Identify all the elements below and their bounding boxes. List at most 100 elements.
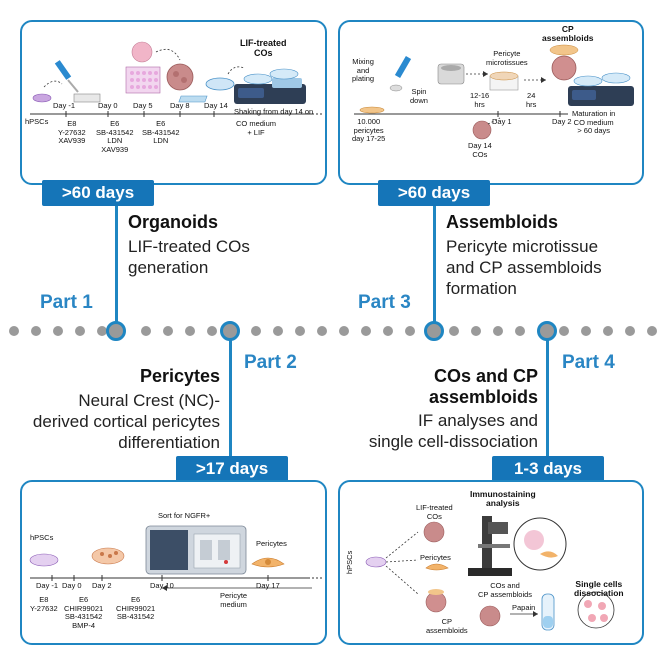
maturation-line: > 60 days [577, 126, 611, 135]
hrs1-line: hrs [474, 99, 485, 109]
lif-line: LIF-treated [416, 503, 453, 512]
part3-title: Assembloids [446, 212, 559, 232]
part2-title: Pericytes [139, 366, 220, 386]
mixing-line: Mixing [352, 57, 374, 66]
organoids-illustration [30, 41, 322, 117]
day-label: Day 8 [170, 101, 190, 110]
mixing-line: plating [352, 74, 375, 83]
lif-line-1: LIF-treated [240, 38, 287, 48]
timeline-dot [471, 326, 481, 336]
maturation-line: CO medium [573, 117, 614, 127]
cp-line: assembloids [542, 32, 594, 43]
e6a-line: SB-431542 [64, 612, 103, 621]
e6a-line: E6 [110, 119, 120, 128]
part1-desc-line: LIF-treated COs [128, 237, 250, 256]
e6b-line: SB-431542 [142, 127, 180, 137]
lif-line-2: COs [254, 48, 273, 58]
timeline-milestone [424, 321, 444, 341]
timeline-dot [207, 326, 217, 336]
analysis-illustration [365, 516, 615, 631]
immuno-line: analysis [486, 497, 520, 508]
part1-label: Part 1 [40, 292, 93, 313]
timeline-dot [625, 326, 635, 336]
hpscs-label: hPSCs [345, 550, 354, 574]
part4-label: Part 4 [562, 352, 615, 373]
connector-part4 [546, 338, 549, 462]
medium-line: medium [220, 599, 247, 609]
part2-desc-line: derived cortical pericytes [32, 412, 220, 431]
spin-line: down [410, 95, 428, 105]
day-label: Day -1 [53, 101, 76, 110]
e6b-line: SB-431542 [116, 612, 155, 621]
microtissues-line: microtissues [486, 57, 528, 67]
duration-badge-part3: >60 days [378, 180, 490, 206]
pericytes-line: pericytes [353, 125, 384, 135]
timeline-dot [361, 326, 371, 336]
connector-part2 [229, 338, 232, 462]
e8-line: XAV939 [58, 136, 86, 145]
day-label: Day 2 [92, 581, 112, 590]
part1-desc-line: generation [128, 258, 209, 277]
day-label: Day 14 [204, 101, 228, 110]
pericytes-line: 10.000 [357, 117, 381, 126]
part4-title-line: COs and CP [433, 366, 538, 386]
part3-desc-line: Pericyte microtissue [446, 237, 599, 256]
co-medium-line: CO medium [236, 119, 277, 128]
duration-badge-part1: >60 days [42, 180, 154, 206]
single-line: dissociation [574, 587, 624, 598]
co-medium-line: + LIF [247, 127, 265, 137]
timeline-dot [31, 326, 41, 336]
shaking-label: Shaking from day 14 on [234, 107, 314, 116]
single-line: Single cells [575, 579, 623, 589]
timeline-dot [449, 326, 459, 336]
e8-line: E8 [67, 119, 77, 128]
hrs1-line: 12-16 [470, 91, 490, 100]
timeline-dot [97, 326, 107, 336]
medium-line: Pericyte [220, 591, 248, 600]
timeline-dot [163, 326, 173, 336]
day-label: Day 0 [62, 581, 82, 590]
part2-label: Part 2 [244, 352, 297, 373]
timeline-milestone [106, 321, 126, 341]
spin-line: Spin [411, 87, 427, 96]
part1-desc: LIF-treated COs generation [128, 236, 250, 278]
day-label: Day -1 [36, 581, 59, 590]
timeline-dot [75, 326, 85, 336]
lif-line: COs [426, 511, 442, 521]
timeline-dot [273, 326, 283, 336]
e6a-line: LDN [107, 136, 123, 145]
day2-label: Day 2 [552, 117, 572, 126]
day-label: Day 10 [150, 581, 174, 590]
pericytes-label: Pericytes [256, 539, 287, 548]
timeline-dot [53, 326, 63, 336]
e6b-line: E6 [131, 595, 141, 604]
e8-line: Y-27632 [58, 127, 86, 137]
e6b-line: E6 [156, 119, 166, 128]
pericytes-illustration [29, 525, 322, 591]
papain-label: Papain [512, 603, 536, 612]
timeline-dot [581, 326, 591, 336]
timeline-dot [515, 326, 525, 336]
day-label: Day 17 [256, 581, 280, 590]
part4-title-line: assembloids [428, 387, 538, 407]
pericytes-label: Pericytes [420, 553, 451, 562]
part3-label: Part 3 [358, 292, 411, 313]
timeline-dot [405, 326, 415, 336]
